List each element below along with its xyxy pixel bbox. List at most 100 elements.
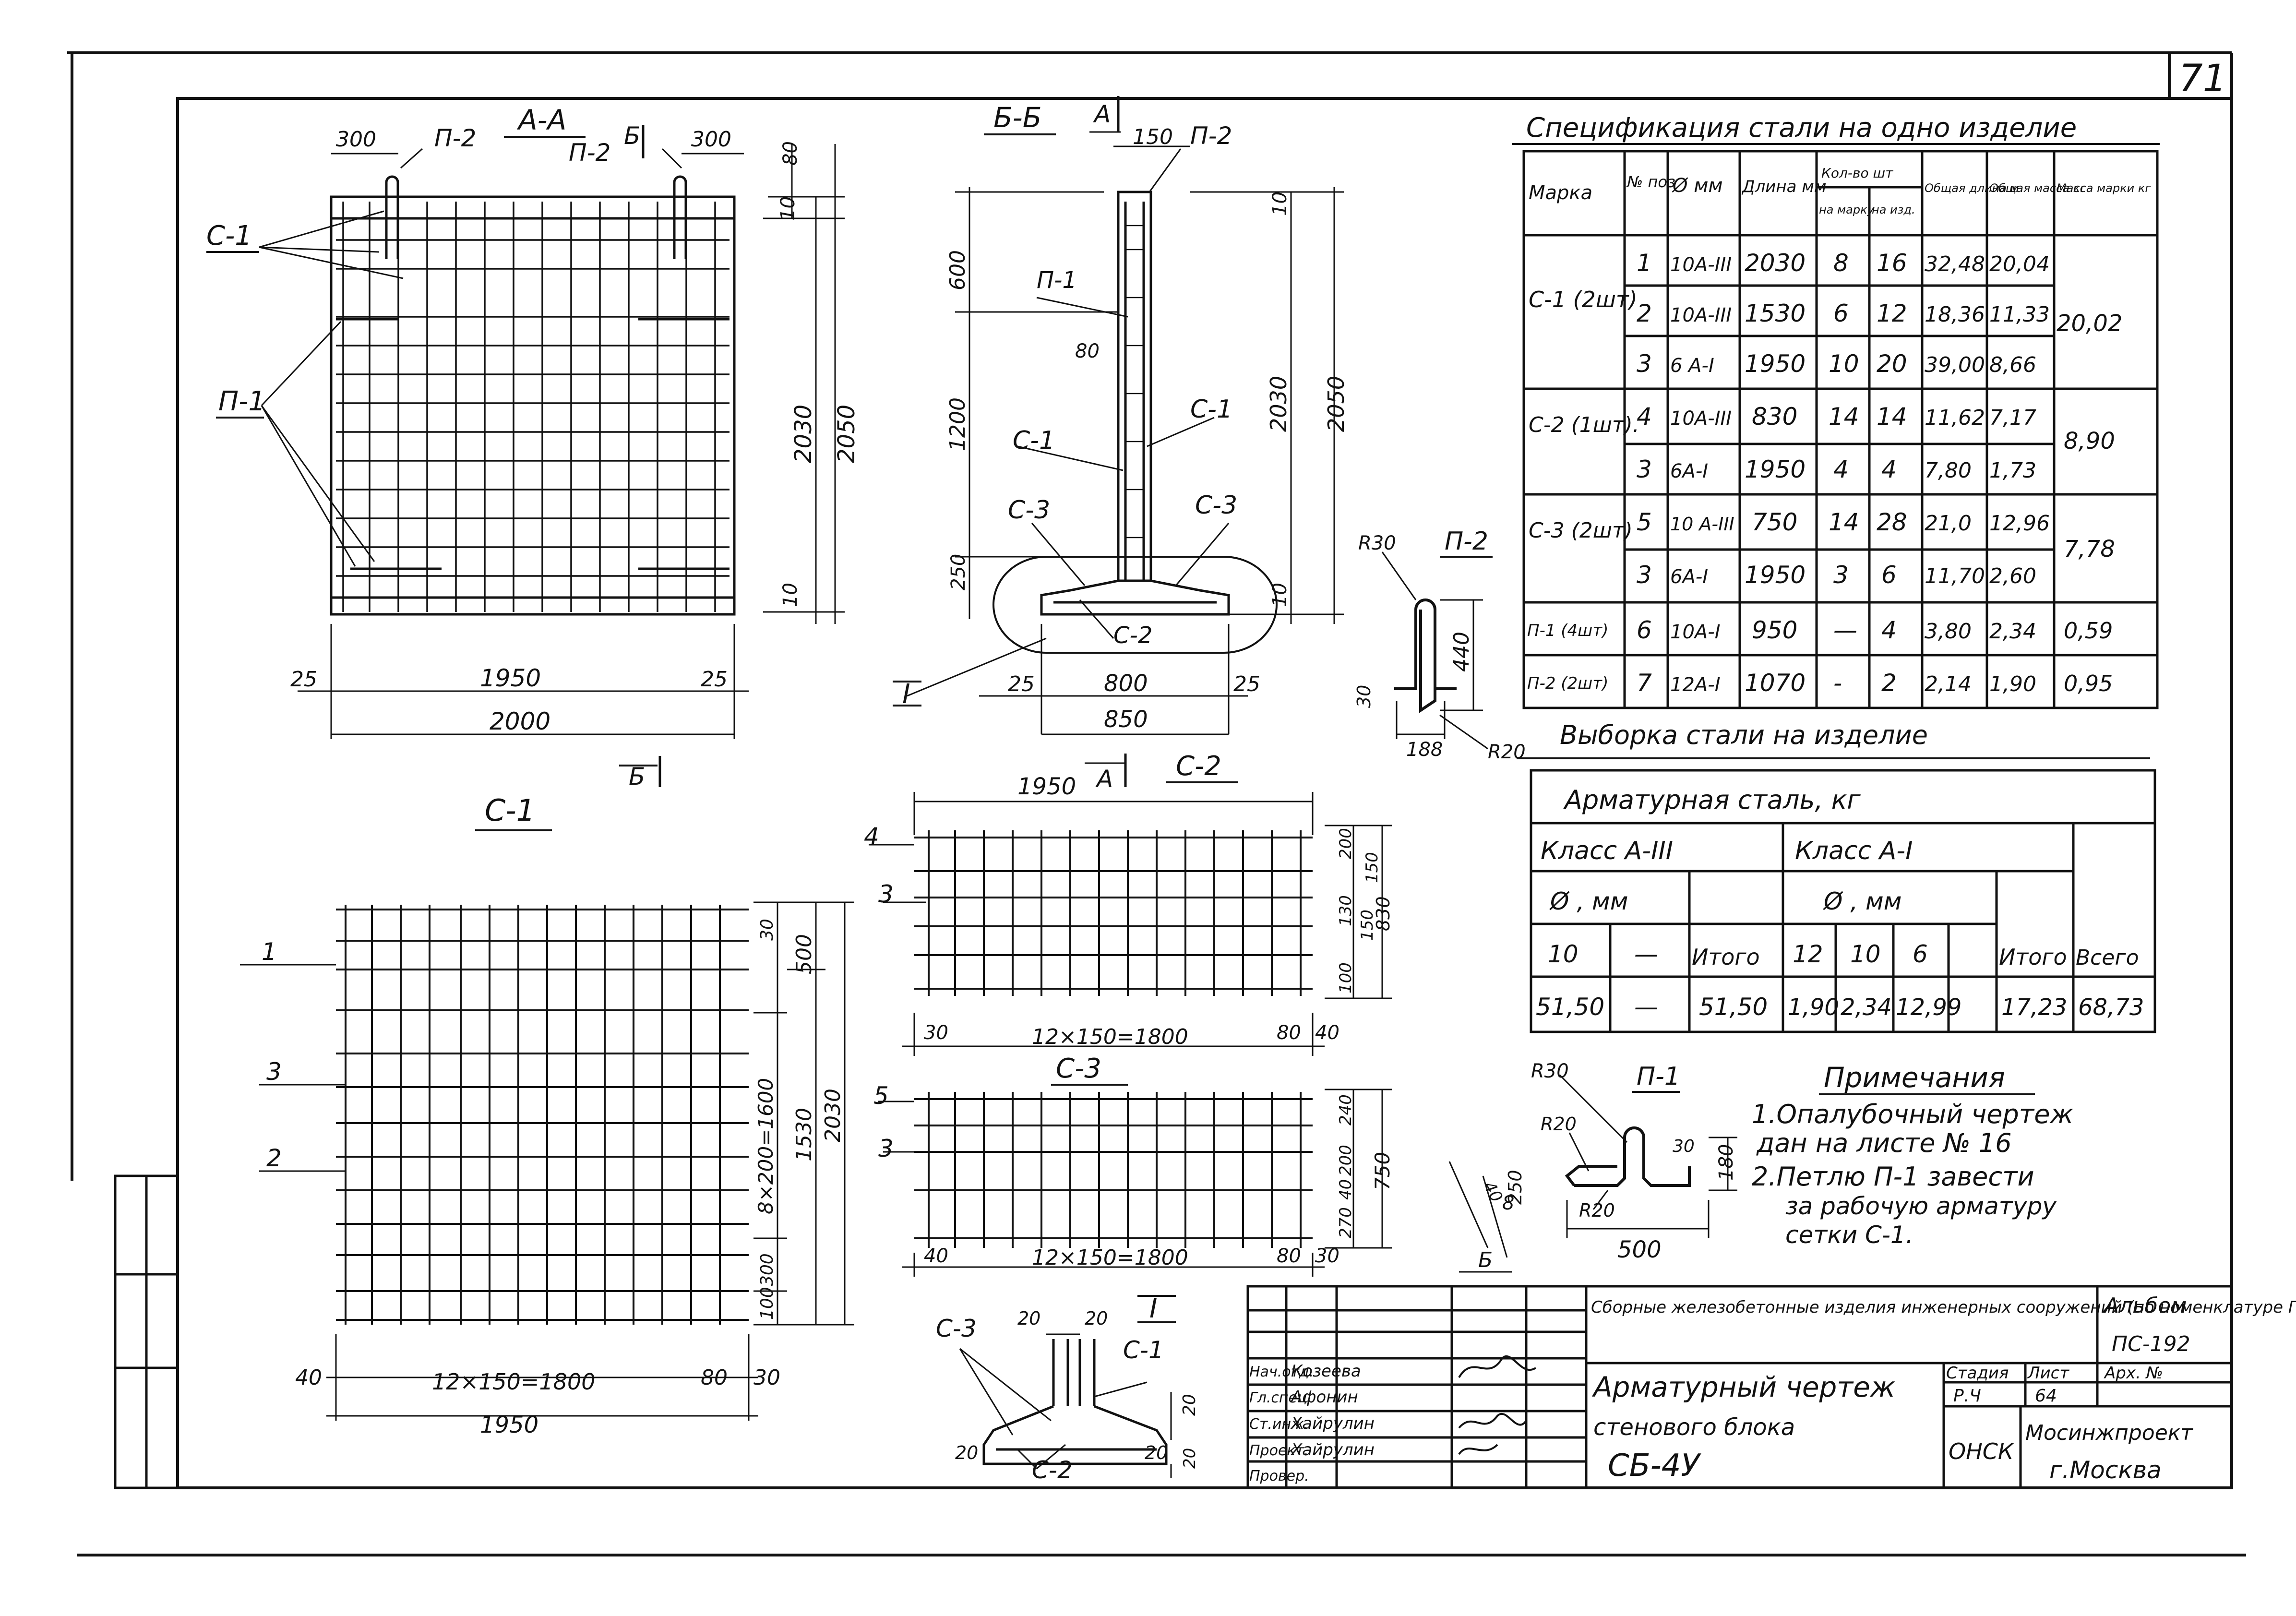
spec-r1-tl: 32,48 <box>1925 252 1985 276</box>
c2-dim-30: 30 <box>924 1022 948 1044</box>
p2-w188: 188 <box>1406 739 1443 761</box>
sel-class3: Класс А-III <box>1541 837 1673 865</box>
sel-dash-head: — <box>1634 940 1658 968</box>
tb-sheet-label: Лист <box>2027 1364 2069 1383</box>
sel-vt1: 51,50 <box>1699 993 1768 1021</box>
spec-r5-dia: 6А-I <box>1670 460 1708 482</box>
c1-dim-1950: 1950 <box>480 1412 538 1438</box>
spec-r6-mm: 7,78 <box>2064 536 2115 563</box>
aa-dim-80: 80 <box>779 141 801 166</box>
tb-dept: ОНСК <box>1949 1438 2015 1464</box>
p1-r20b: R20 <box>1579 1200 1615 1221</box>
spec-r9-pos: 7 <box>1637 669 1652 697</box>
bb-dim-10-top: 10 <box>1269 192 1291 216</box>
sel-total-head-2: Итого <box>1999 944 2067 970</box>
sel-c10: 10 <box>1548 940 1578 968</box>
spec-r4-mark: С-2 (1шт). <box>1529 413 1639 437</box>
bb-label-c1-left: С-1 <box>1013 426 1055 455</box>
c1-dim-1530: 1530 <box>792 1108 816 1161</box>
p1-title: П-1 <box>1637 1062 1680 1091</box>
spec-r6-mark: С-3 (2шт) <box>1529 518 1633 543</box>
tb-role-4: Проект. <box>1249 1442 1309 1459</box>
aa-label-p2-right: П-2 <box>569 139 610 167</box>
sel-v6: 12,99 <box>1896 994 1961 1021</box>
c1-dim-300: 300 <box>757 1253 777 1286</box>
node-c1: С-1 <box>1123 1336 1164 1364</box>
tb-stage-value: Р.Ч <box>1953 1386 1981 1406</box>
spec-r1-qi: 16 <box>1877 249 1907 277</box>
sel-c10b: 10 <box>1850 940 1881 968</box>
spec-h-qty: Кол-во шт <box>1821 165 1893 181</box>
section-aa-title: А-А <box>516 104 566 136</box>
c1-dim-100: 100 <box>757 1287 777 1320</box>
bb-label-c1-right: С-1 <box>1190 395 1232 424</box>
bb-dim-2030: 2030 <box>1266 376 1292 432</box>
spec-r7-tl: 11,70 <box>1925 564 1985 588</box>
c3-dim-40b: 40 <box>924 1245 948 1267</box>
spec-r3-len: 1950 <box>1745 350 1806 378</box>
sel-vdash: — <box>1634 993 1658 1021</box>
aa-p2-loops <box>385 175 687 259</box>
table-row: С-1 (2шт) 1 10А-III 2030 8 16 32,48 20,0… <box>1529 249 2122 337</box>
c3-dim-200: 200 <box>1336 1145 1355 1176</box>
p2-w30: 30 <box>1353 685 1375 708</box>
spec-r6-tl: 21,0 <box>1925 511 1972 536</box>
c1-title: С-1 <box>485 793 535 828</box>
spec-r1-mm: 20,02 <box>2057 310 2122 337</box>
c3-pos-3: 3 <box>878 1135 894 1162</box>
p1-d180: 180 <box>1715 1144 1737 1181</box>
spec-r4-qi: 14 <box>1877 403 1907 431</box>
aa-label-p1: П-1 <box>218 386 265 417</box>
node-d20d: 20 <box>955 1442 978 1463</box>
spec-r5-tl: 7,80 <box>1925 458 1972 483</box>
sel-total-head-1: Итого <box>1692 944 1760 970</box>
table-row: 3 6А-I 1950 3 6 11,70 2,60 <box>1637 561 2036 589</box>
c2-pos-3: 3 <box>878 880 894 908</box>
p1-r20a: R20 <box>1541 1113 1577 1135</box>
sel-v10b: 2,34 <box>1841 994 1892 1021</box>
notes-line2: дан на листе № 16 <box>1756 1128 2012 1158</box>
c2-dim-100: 100 <box>1336 962 1355 994</box>
spec-r5-qm: 4 <box>1833 455 1849 483</box>
spec-r6-qi: 28 <box>1877 508 1907 536</box>
spec-r4-tl: 11,62 <box>1925 406 1985 430</box>
spec-h-qty-item: на изд. <box>1872 203 1915 216</box>
aa-dim-25-right: 25 <box>701 667 728 692</box>
section-aa: А-А <box>206 104 860 790</box>
tb-name-3: Хайрулин <box>1290 1414 1375 1433</box>
signature-marks <box>1458 1355 1537 1455</box>
p1-d500: 500 <box>1617 1236 1662 1263</box>
bb-dim-150: 150 <box>1133 125 1173 149</box>
table-row: 3 6 А-I 1950 10 20 39,00 8,66 <box>1637 350 2036 378</box>
c1-dim-12x150: 12×150=1800 <box>432 1369 596 1395</box>
aa-dim-10-top: 10 <box>777 196 799 221</box>
spec-r8-qm: — <box>1833 616 1857 644</box>
tb-sheet-value: 64 <box>2035 1386 2057 1406</box>
spec-r2-tm: 11,33 <box>1989 302 2050 327</box>
aa-label-c1: С-1 <box>206 220 252 251</box>
node-c3: С-3 <box>936 1315 977 1342</box>
sel-c12: 12 <box>1793 940 1823 968</box>
c1-dim-40: 40 <box>295 1365 322 1390</box>
spec-r8-dia: 10А-I <box>1670 621 1721 643</box>
spec-r9-len: 1070 <box>1745 669 1806 697</box>
spec-r2-qm: 6 <box>1833 299 1849 327</box>
c1-dim-2030: 2030 <box>821 1089 845 1142</box>
p2-h440: 440 <box>1449 632 1474 672</box>
spec-r5-tm: 1,73 <box>1989 458 2036 483</box>
sel-vt2: 17,23 <box>2001 994 2067 1021</box>
bb-dim-250: 250 <box>947 554 969 590</box>
spec-r6-len: 750 <box>1752 508 1797 536</box>
spec-r6-dia: 10 А-III <box>1670 514 1734 535</box>
spec-r4-qm: 14 <box>1829 403 1859 431</box>
c1-dim-80: 80 <box>701 1365 728 1390</box>
c2-dim-150b: 150 <box>1358 910 1377 941</box>
bb-dim-2050: 2050 <box>1323 376 1349 432</box>
c2-pos-4: 4 <box>864 823 879 850</box>
tb-name-1: Козеева <box>1291 1362 1361 1381</box>
margin-boxes <box>114 1174 179 1489</box>
spec-r5-qi: 4 <box>1881 455 1897 483</box>
spec-r1-dia: 10А-III <box>1670 254 1732 276</box>
aa-dim-2030: 2030 <box>790 405 817 463</box>
aa-bars <box>336 202 729 612</box>
